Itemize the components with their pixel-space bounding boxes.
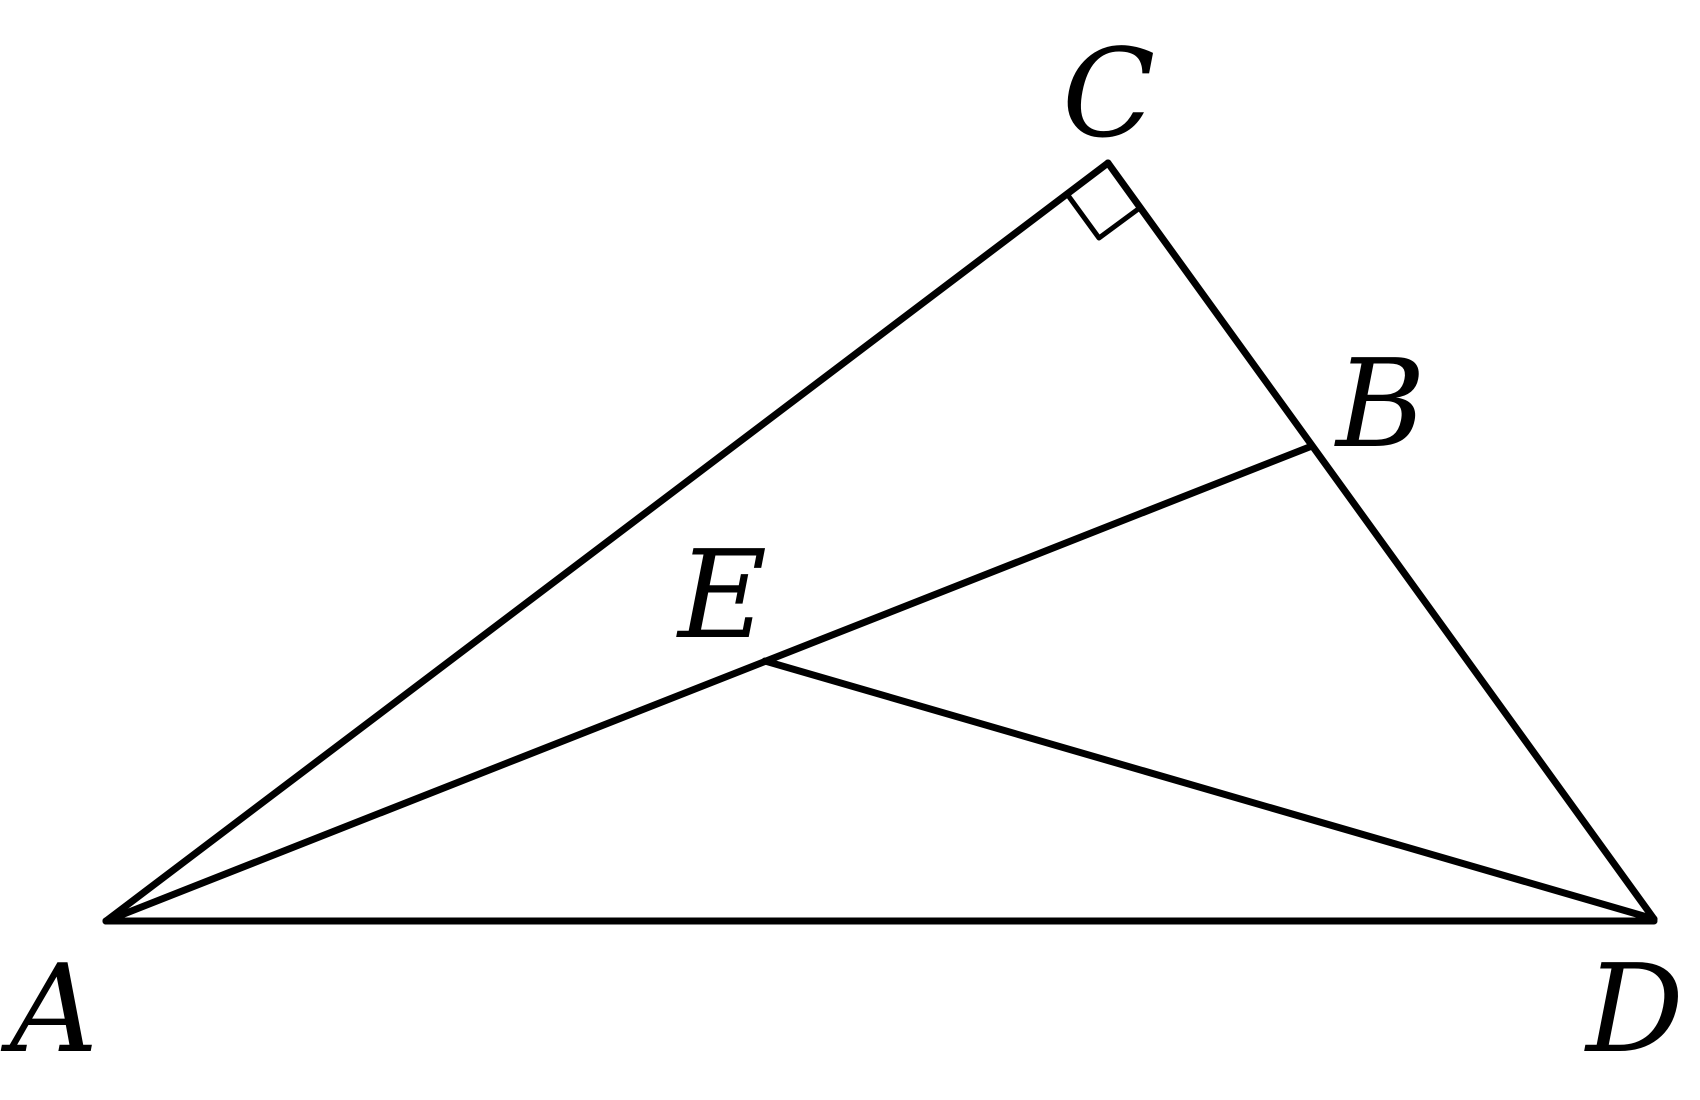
vertex-label-d: D bbox=[1584, 938, 1684, 1080]
segment-ab bbox=[102, 442, 1316, 925]
vertex-label-b: B bbox=[1334, 333, 1426, 475]
segment-ed bbox=[761, 657, 1658, 923]
vertex-label-c: C bbox=[1062, 23, 1155, 165]
vertex-label-e: E bbox=[676, 524, 767, 666]
right-angle-marker bbox=[1064, 192, 1143, 241]
vertex-label-a: A bbox=[0, 938, 98, 1080]
segment-ac bbox=[102, 159, 1112, 925]
segment-cd bbox=[1104, 159, 1658, 923]
